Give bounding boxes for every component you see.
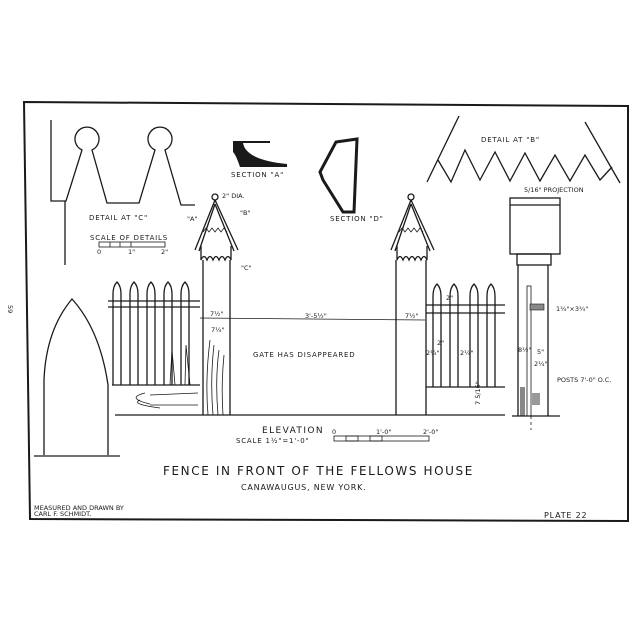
- credit-line-2: CARL F. SCHMIDT.: [34, 510, 91, 518]
- picket: [112, 281, 122, 385]
- plate-subtitle: CANAWAUGUS, NEW YORK.: [241, 483, 366, 492]
- ball-diameter-label: 2" DIA.: [222, 192, 245, 200]
- dim-post-depth: 7¼": [211, 326, 224, 334]
- posts-note: POSTS 7'-0" O.C.: [557, 376, 611, 384]
- picket: [432, 283, 442, 387]
- picket: [449, 283, 459, 387]
- gate-note: GATE HAS DISAPPEARED: [253, 351, 355, 359]
- fence-section: [509, 197, 561, 430]
- callout-c: "C": [241, 264, 252, 272]
- callout-b: "B": [240, 209, 250, 217]
- dim-base: 7 5/16": [474, 381, 482, 405]
- dim-picket-top: 2": [446, 294, 453, 302]
- page-number: 59: [6, 305, 14, 313]
- dim-post-width: 7½": [210, 310, 223, 318]
- detail-c-drawing: [50, 120, 195, 265]
- section-a-profile: [233, 141, 287, 167]
- detail-b-label: DETAIL AT "B": [481, 136, 540, 144]
- dim-section-5: 5": [537, 348, 544, 356]
- scale-of-details-label: SCALE OF DETAILS: [90, 234, 168, 242]
- plate-number: PLATE 22: [544, 511, 587, 520]
- dim-picket-space: 2": [437, 339, 444, 347]
- picket: [469, 283, 479, 387]
- picket: [129, 281, 139, 385]
- dim-section-side: 8½": [518, 346, 531, 354]
- left-fence: [108, 281, 200, 409]
- details-scale-bar: [98, 241, 166, 248]
- picket: [486, 283, 496, 387]
- detail-b-drawing: [426, 115, 621, 184]
- section-d-profile: [318, 137, 359, 214]
- gate-dimension-line: [199, 317, 426, 321]
- dim-section-2: 2¼": [534, 360, 547, 368]
- elevation-scale-tick-1: 1'-0": [376, 428, 391, 436]
- dim-gate-width: 3'-5½": [305, 312, 327, 320]
- left-gate-post: [194, 193, 239, 416]
- dim-post-width-right: 7½": [405, 312, 418, 320]
- section-d-label: SECTION "D": [330, 215, 384, 223]
- section-a-label: SECTION "A": [231, 171, 284, 179]
- picket: [146, 281, 156, 385]
- projection-label: 5/16" PROJECTION: [524, 186, 584, 194]
- gothic-arch-detail: [34, 298, 120, 457]
- elevation-scale-bar: [333, 435, 430, 442]
- details-scale-tick-0: 0: [97, 248, 101, 256]
- credit-line-1: MEASURED AND DRAWN BY: [34, 504, 124, 512]
- elevation-label: ELEVATION: [262, 426, 324, 436]
- plate-title: FENCE IN FRONT OF THE FELLOWS HOUSE: [163, 464, 474, 478]
- picket: [180, 281, 190, 385]
- detail-c-label: DETAIL AT "C": [89, 214, 148, 222]
- picket: [163, 281, 173, 385]
- dim-picket-width: 2¼": [426, 349, 439, 357]
- details-scale-tick-1: 1": [128, 248, 135, 256]
- dim-rail: 1¾"×3¾": [556, 305, 588, 313]
- plate-border: [22, 100, 629, 523]
- details-scale-tick-2: 2": [161, 248, 168, 256]
- elevation-scale-label: SCALE 1½"=1'-0": [236, 437, 310, 445]
- callout-a: "A": [187, 215, 197, 223]
- dim-picket-width-2: 2¼": [460, 349, 473, 357]
- elevation-scale-tick-2: 2'-0": [423, 428, 438, 436]
- elevation-scale-tick-0: 0: [332, 428, 336, 436]
- right-fence: [426, 283, 505, 388]
- right-gate-post: [390, 193, 435, 415]
